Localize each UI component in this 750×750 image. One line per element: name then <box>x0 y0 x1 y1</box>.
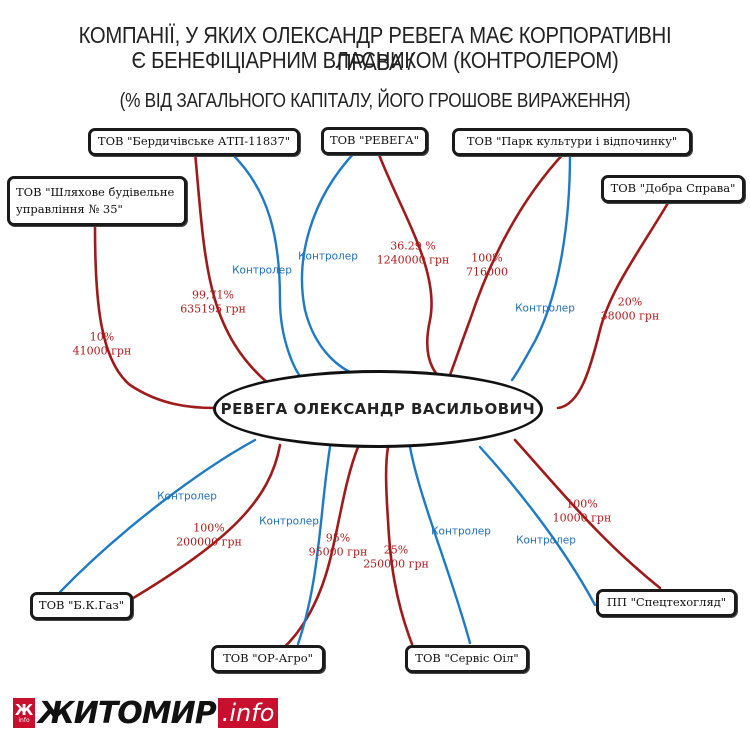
ownership-line-spets <box>513 438 662 590</box>
ownership-line-dobra <box>556 201 670 410</box>
company-revega: ТОВ "РЕВЕГА" <box>321 127 428 155</box>
controller-label-or-agro: Контролер <box>259 515 319 528</box>
company-berdychiv: ТОВ "Бердичівське АТП-11837" <box>88 128 300 156</box>
company-shlyakhove: ТОВ "Шляхове будівельне управління № 35" <box>7 176 187 226</box>
ownership-label-bk-gaz: 100%200000 грн <box>176 521 242 548</box>
ownership-line-servis <box>384 445 414 646</box>
controller-label-spetstekhohliad: Контролер <box>516 534 576 547</box>
controller-label-servis-oil: Контролер <box>431 525 491 538</box>
ownership-label-berdychiv: 99,71%635195 грн <box>180 288 246 315</box>
controller-line-park <box>510 153 572 382</box>
controller-label-bk-gaz: Контролер <box>157 490 217 503</box>
company-servis-oil: ТОВ "Сервіс Оіл" <box>405 645 529 673</box>
ownership-label-shlyakhove: 10%41000 грн <box>72 330 132 357</box>
ownership-line-bkgaz <box>128 443 282 602</box>
company-park: ТОВ "Парк культури і відпочинку" <box>452 128 692 156</box>
company-or-agro: ТОВ "ОР-Агро" <box>211 645 325 673</box>
controller-label-revega: Контролер <box>298 250 358 263</box>
controller-line-servis <box>408 445 472 645</box>
logo-domain: .info <box>217 698 279 728</box>
ownership-label-spetstekhohliad: 100%10000 грн <box>552 497 612 524</box>
subtitle: (% ВІД ЗАГАЛЬНОГО КАПІТАЛУ, ЙОГО ГРОШОВЕ… <box>119 90 631 112</box>
controller-label-berdychiv: Контролер <box>232 264 292 277</box>
controller-label-park: Контролер <box>515 302 575 315</box>
ownership-line-oragro <box>266 445 360 662</box>
ownership-line-revega <box>376 150 452 387</box>
center-person-node: РЕВЕГА ОЛЕКСАНДР ВАСИЛЬОВИЧ <box>213 370 543 448</box>
company-bk-gaz: ТОВ "Б.К.Газ" <box>30 592 133 620</box>
ownership-line-shlyakhove <box>93 225 217 410</box>
ownership-label-dobra: 20%38000 грн <box>600 295 660 322</box>
ownership-label-park: 100%716000 <box>466 251 508 278</box>
controller-line-oragro <box>296 445 332 646</box>
title-line-2: Є БЕНЕФІЦІАРНИМ ВЛАСНИКОМ (КОНТРОЛЕРОМ) <box>131 47 619 73</box>
company-spetstekhohliad: ПП "Спецтехогляд" <box>596 589 737 617</box>
ownership-label-revega: 36.29 %1240000 грн <box>376 239 450 266</box>
controller-line-spets <box>478 445 597 607</box>
controller-line-bkgaz <box>58 438 257 594</box>
ownership-label-or-agro: 95%95000 грн <box>308 531 368 558</box>
controller-line-revega <box>300 150 362 378</box>
ownership-line-berdychiv <box>193 150 272 387</box>
logo-text: ЖИТОМИР <box>38 695 217 731</box>
ownership-line-park <box>443 150 567 387</box>
title-line-1: КОМПАНІЇ, У ЯКИХ ОЛЕКСАНДР РЕВЕГА МАЄ КО… <box>78 22 672 75</box>
company-dobra-sprava: ТОВ "Добра Справа" <box>601 175 745 203</box>
controller-line-berdychiv <box>228 150 302 378</box>
ownership-label-servis-oil: 25%250000 грн <box>363 543 429 570</box>
